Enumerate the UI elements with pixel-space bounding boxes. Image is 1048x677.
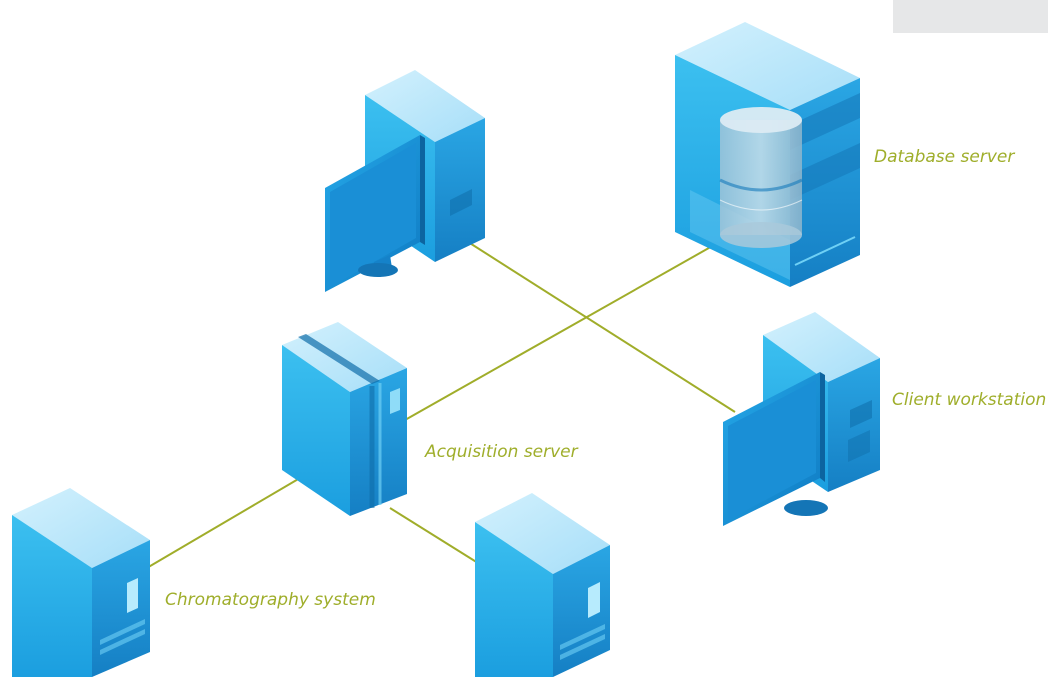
label-acquisition-server: Acquisition server — [425, 442, 578, 462]
link-acquisition-to-database — [404, 235, 731, 421]
corner-box — [893, 0, 1048, 33]
link-acquisition-to-second-system — [389, 507, 479, 564]
label-database-server: Database server — [874, 147, 1015, 167]
workstation-icon — [325, 70, 485, 292]
monitor-icon — [325, 135, 425, 292]
connection-lines — [139, 235, 736, 573]
chromatography-system-icon — [12, 488, 150, 677]
link-client-to-workstation — [464, 239, 736, 413]
label-chromatography-system: Chromatography system — [165, 590, 376, 610]
link-acquisition-to-chromatography — [139, 477, 301, 573]
workstation-icon — [723, 312, 880, 526]
monitor-icon — [723, 372, 828, 526]
label-client-workstation: Client workstation — [892, 390, 1047, 410]
chromatography-system-icon — [475, 493, 610, 677]
acquisition-server-icon — [282, 322, 407, 516]
database-server-icon — [675, 22, 860, 287]
database-cylinder-icon — [719, 107, 803, 248]
